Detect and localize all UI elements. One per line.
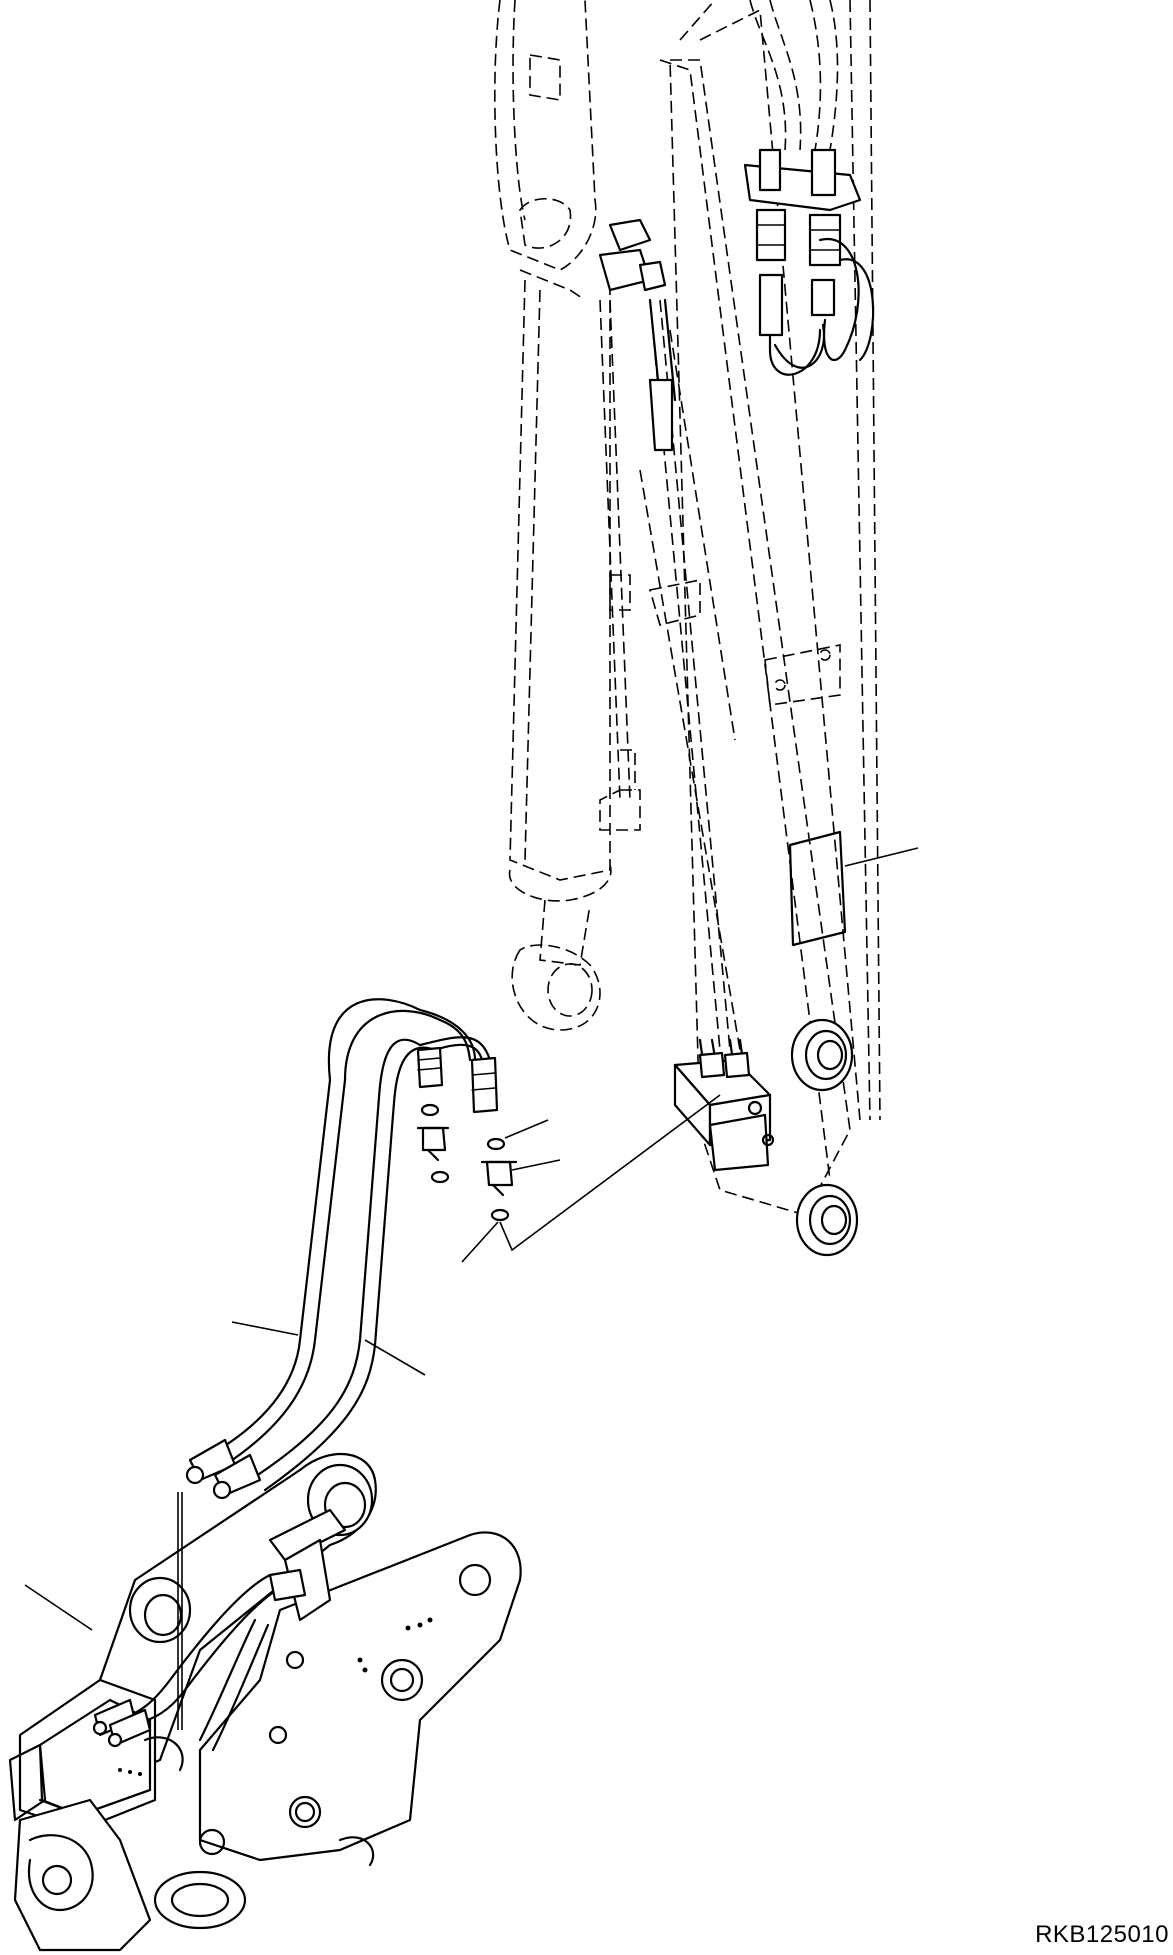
coupler-leader-line [24, 1584, 93, 1631]
upper-quick-coupler [743, 148, 875, 376]
arm-phantom [494, 0, 881, 1216]
arm-end-pins [790, 1018, 859, 1257]
arm-label-plate [788, 830, 919, 947]
hose-leader-lines [231, 1321, 426, 1376]
quick-coupler-attachment [8, 1452, 522, 1952]
drawing-code: RKB125010 [1035, 1921, 1169, 1948]
pivot-bolt-set [598, 218, 677, 452]
coupler-routing-line [177, 1492, 183, 1730]
arm-manifold-block [673, 1038, 775, 1172]
adapter-oring-set [416, 1094, 721, 1263]
hydraulic-hose-set [208, 998, 492, 1492]
hose-fitting-set [185, 1046, 499, 1500]
